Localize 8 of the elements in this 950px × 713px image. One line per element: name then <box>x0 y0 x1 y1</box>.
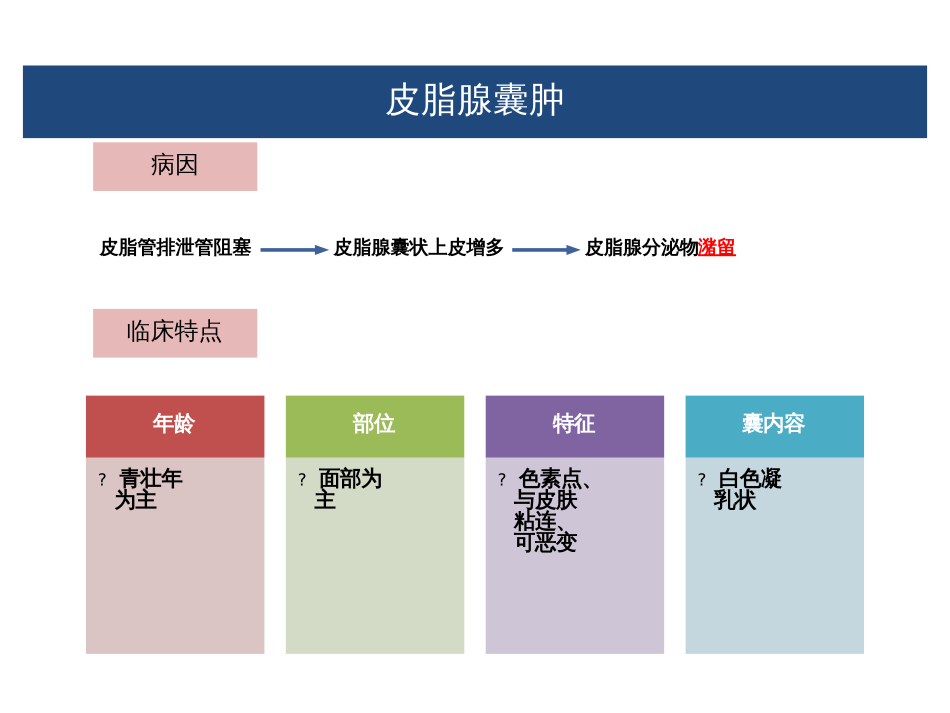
node-box: 病因 <box>93 142 258 191</box>
diagram-title: 皮脂腺囊肿 <box>385 78 566 120</box>
arrow <box>260 244 330 254</box>
node-text: 皮脂腺囊状上皮增多 <box>333 236 504 258</box>
arrow <box>512 244 581 254</box>
node-text: 皮脂腺分泌物潴留 <box>585 236 736 258</box>
node-text: 皮脂管排泄管阻塞 <box>100 236 252 258</box>
node-box: 临床特点 <box>93 308 258 358</box>
